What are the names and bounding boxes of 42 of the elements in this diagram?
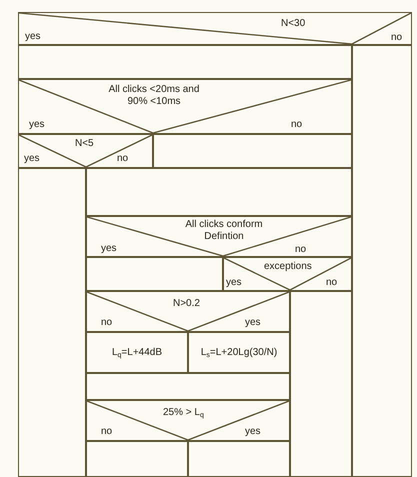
branch-label: yes [226, 277, 242, 289]
condition-text: N>0.2 [173, 298, 200, 310]
condition-text: N<5 [75, 138, 94, 150]
formula-text: L$_{s}$=L+20Lg(30/N) [200, 347, 278, 359]
condition-text: 25% > L$_{q}$ [163, 407, 204, 419]
empty-process-box [188, 441, 290, 477]
decision-block [86, 216, 352, 257]
empty-process-box [18, 168, 86, 477]
empty-process-box [86, 373, 290, 400]
empty-process-box [290, 291, 352, 477]
branch-label: yes [245, 426, 261, 438]
empty-process-box [86, 441, 188, 477]
branch-label: yes [24, 153, 40, 165]
branch-label: yes [29, 119, 45, 131]
empty-process-box [86, 257, 223, 291]
branch-label: yes [101, 243, 117, 255]
branch-label: no [117, 153, 128, 165]
empty-process-box [352, 45, 412, 477]
condition-text: exceptions [264, 261, 312, 273]
empty-process-box [86, 168, 352, 216]
decision-block [18, 134, 153, 168]
decision-block [18, 12, 412, 45]
condition-text: All clicks <20ms and 90% <10ms [108, 84, 200, 108]
decision-block [86, 400, 290, 441]
branch-label: no [101, 426, 112, 438]
process-box [188, 332, 290, 373]
branch-label: yes [245, 317, 261, 329]
empty-process-box [18, 45, 352, 79]
empty-process-box [153, 134, 352, 168]
formula-text: L$_{q}$=L+44dB [110, 347, 164, 359]
branch-label: no [291, 119, 302, 131]
branch-label: yes [25, 31, 41, 43]
process-box [86, 332, 188, 373]
branch-label: no [391, 32, 402, 44]
condition-text: N<30 [281, 18, 306, 30]
condition-text: All clicks conform Defintion [184, 219, 264, 243]
decision-block [223, 257, 352, 291]
branch-label: no [326, 277, 338, 289]
decision-block [86, 291, 290, 332]
decision-block [18, 79, 352, 134]
branch-label: no [295, 244, 306, 256]
branch-label: no [101, 317, 112, 329]
